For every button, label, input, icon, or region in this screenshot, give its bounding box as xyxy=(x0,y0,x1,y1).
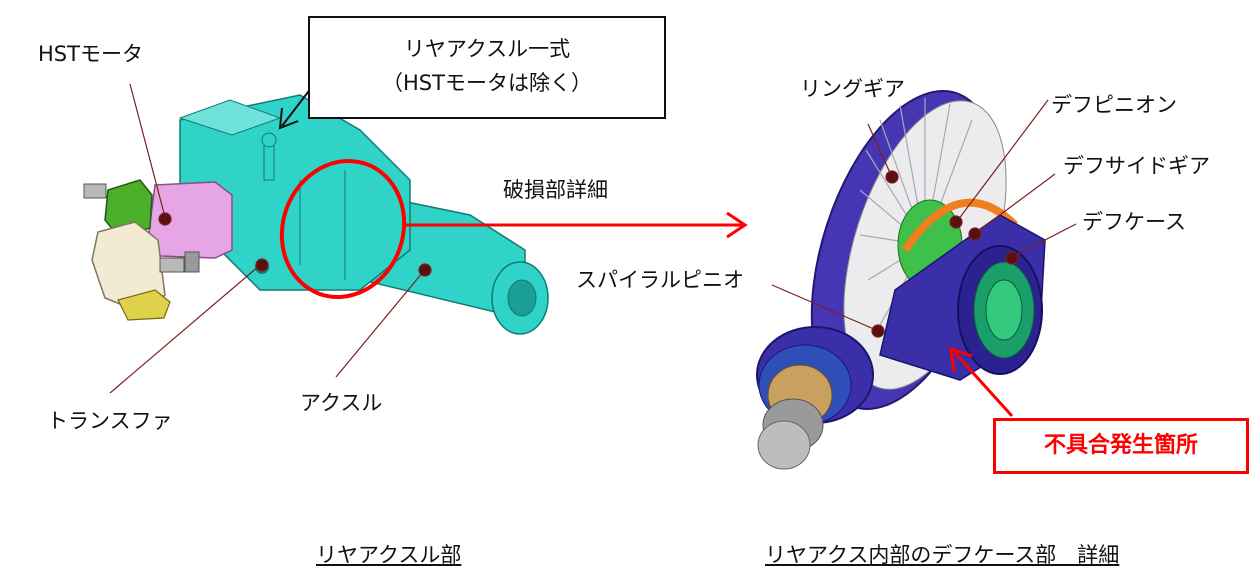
diff-case-label: デフケース xyxy=(1082,210,1186,234)
rear-axle-assembly-drawing xyxy=(83,94,549,335)
differential-detail-drawing xyxy=(756,90,1046,470)
left-leader-lines xyxy=(109,83,432,394)
damage-detail-label: 破損部詳細 xyxy=(503,178,608,202)
diff-pinion-label: デフピニオン xyxy=(1051,93,1177,117)
axle-label: アクスル xyxy=(300,391,383,415)
callout-line-2: （HSTモータは除く） xyxy=(382,71,592,95)
diff-case-detail-caption: リヤアクス内部のデフケース部 詳細 xyxy=(765,543,1120,567)
diff-side-gear-label: デフサイドギア xyxy=(1063,154,1210,178)
transfer-label: トランスファ xyxy=(47,409,173,433)
rear-axle-caption: リヤアクスル部 xyxy=(316,543,462,567)
callout-line-1: リヤアクスル一式 xyxy=(403,37,571,61)
damage-detail-arrow xyxy=(404,211,748,239)
damage-highlight-oval xyxy=(279,158,407,300)
spiral-pinion-label: スパイラルピニオ xyxy=(576,268,744,292)
defect-location-box: 不具合発生箇所 xyxy=(993,418,1249,474)
defect-arrow xyxy=(949,346,1014,418)
hst-motor-label: HSTモータ xyxy=(38,42,143,66)
ring-gear-label: リングギア xyxy=(800,77,905,101)
rear-axle-callout-box: リヤアクスル一式 （HSTモータは除く） xyxy=(308,16,666,119)
defect-location-label: 不具合発生箇所 xyxy=(1043,433,1198,458)
right-leader-lines xyxy=(771,99,1077,338)
